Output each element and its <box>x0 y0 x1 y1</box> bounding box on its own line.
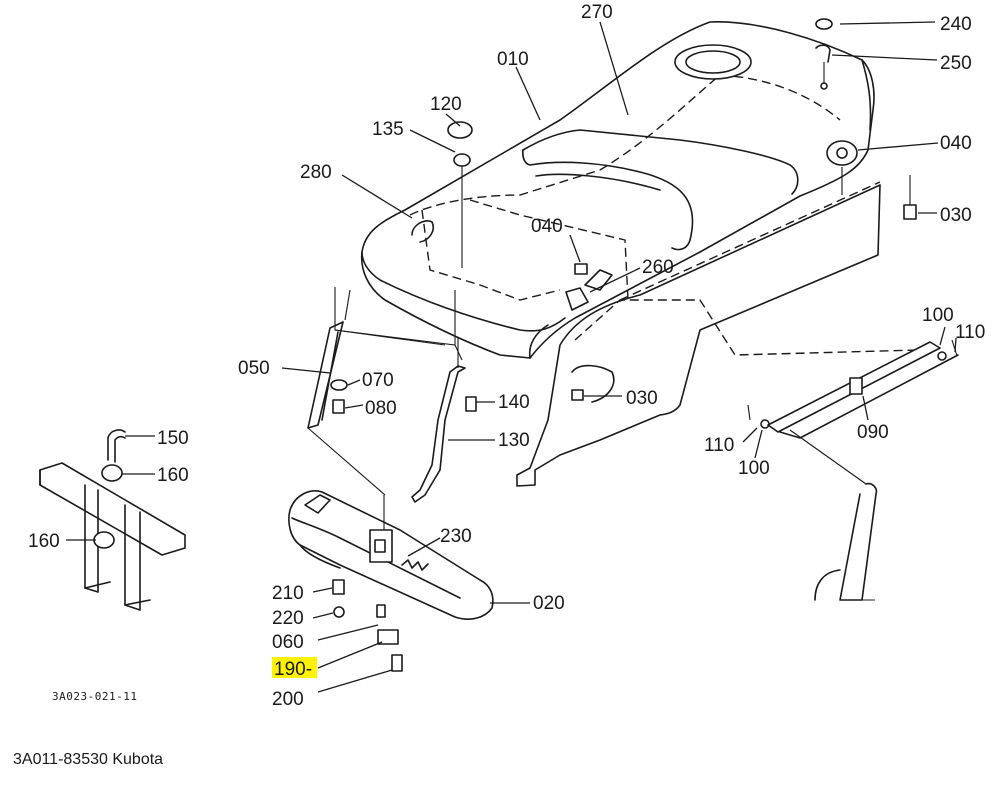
hinge-bar-part-090 <box>747 339 959 601</box>
callout-240: 240 <box>940 14 972 35</box>
callout-100-upper: 100 <box>922 305 954 326</box>
callout-130: 130 <box>498 430 530 451</box>
callout-140: 140 <box>498 392 530 413</box>
callout-080: 080 <box>365 398 397 419</box>
callout-150: 150 <box>157 428 189 449</box>
callout-220: 220 <box>272 608 304 629</box>
callout-135: 135 <box>372 119 404 140</box>
callout-labels: 270 240 250 010 120 135 040 280 030 040 … <box>28 2 985 710</box>
stay-part-130 <box>411 338 466 503</box>
callout-250: 250 <box>940 53 972 74</box>
callout-260: 260 <box>642 257 674 278</box>
callout-040-upper: 040 <box>940 133 972 154</box>
callout-040-lower: 040 <box>531 216 563 237</box>
callout-280: 280 <box>300 162 332 183</box>
callout-030-upper: 030 <box>940 205 972 226</box>
hood-part-010 <box>360 21 875 359</box>
front-bumper-part-020 <box>288 490 494 620</box>
callout-110-lower: 110 <box>704 435 734 456</box>
callout-210: 210 <box>272 583 304 604</box>
callout-100-lower: 100 <box>738 458 770 479</box>
callout-190: 190- <box>274 659 312 680</box>
callout-060: 060 <box>272 632 304 653</box>
callout-160-upper: 160 <box>157 465 189 486</box>
callout-200: 200 <box>272 689 304 710</box>
callout-050: 050 <box>238 358 270 379</box>
callout-030-lower: 030 <box>626 388 658 409</box>
callout-270: 270 <box>581 2 613 23</box>
callout-230: 230 <box>440 526 472 547</box>
callout-020: 020 <box>533 593 565 614</box>
part-caption: 3A011-83530 Kubota <box>13 751 164 768</box>
callout-070: 070 <box>362 370 394 391</box>
highlight-190 <box>272 657 317 678</box>
left-bracket-part-150-160 <box>39 429 186 611</box>
callout-160-lower: 160 <box>28 531 60 552</box>
fasteners <box>330 18 917 672</box>
leader-lines <box>66 21 957 693</box>
callout-110-upper: 110 <box>955 322 985 343</box>
drawing-code: 3A023-021-11 <box>52 690 138 703</box>
strut-part-050 <box>307 289 386 496</box>
callout-010: 010 <box>497 49 529 70</box>
callout-120: 120 <box>430 94 462 115</box>
callout-090: 090 <box>857 422 889 443</box>
